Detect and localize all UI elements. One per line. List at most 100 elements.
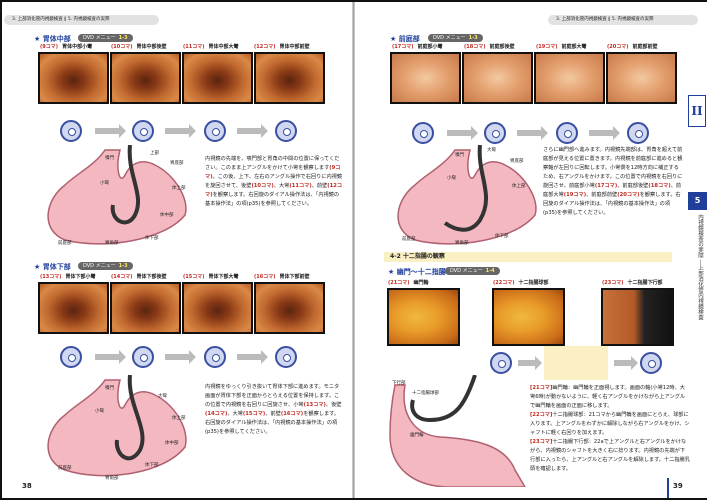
stomach-diagram (397, 145, 537, 245)
diagram-label: 上部 (150, 151, 159, 156)
frame-caption: (13コマ)胃体下部小彎 (40, 273, 96, 280)
rotation-dial-icon (60, 120, 82, 142)
koma-ref: (10コマ) (251, 183, 274, 189)
text-run: 、大彎 (227, 411, 243, 417)
arrow-icon (165, 350, 196, 364)
diagram-label: 体上部 (172, 416, 186, 421)
arrow-icon (589, 126, 620, 140)
koma: (23コマ) (602, 280, 624, 286)
frame-label: 胃体中部小彎 (62, 44, 93, 50)
dvd-number: 1-3 (468, 35, 478, 41)
page-border-bottom (0, 498, 707, 500)
text-run: を観察します。右回旋のダイアル操作法は、「内視鏡の基本操作法」の項(p35)を参… (543, 192, 681, 216)
endoscopy-image (606, 52, 677, 104)
diagram-label: 体下部 (145, 463, 159, 468)
frame-caption: (22コマ)十二指腸球部 (493, 279, 549, 286)
diagram-label: 小彎 (447, 176, 456, 181)
endoscopy-image (601, 288, 674, 346)
text-run: 、後壁 (325, 402, 342, 408)
diagram-label: 噴門 (105, 156, 114, 161)
text-run: 、前壁 (265, 411, 281, 417)
diagram-label: 噴門 (455, 153, 464, 158)
endoscopy-image (38, 282, 109, 334)
page-border-top (0, 0, 707, 2)
diagram-label: 胃角部 (105, 241, 119, 246)
duodenum-diagram (389, 375, 526, 487)
section-band-title: 4-2 十二指腸の観察 (390, 253, 445, 260)
koma: (11コマ) (183, 44, 205, 50)
frame-caption: (20コマ)前庭部前壁 (607, 43, 658, 50)
arrow-icon (165, 124, 196, 138)
stomach-diagram (47, 145, 187, 245)
rotation-dial-icon (627, 122, 649, 144)
diagram-label: 大彎 (158, 394, 167, 399)
rotation-dial-icon (204, 120, 226, 142)
diagram-label: 胃底部 (510, 159, 524, 164)
arrow-icon (614, 356, 638, 370)
koma-ref: (18コマ) (648, 183, 671, 189)
koma: (15コマ) (183, 274, 205, 280)
dvd-number: 1-4 (485, 268, 495, 274)
koma-ref: [23コマ] (530, 439, 553, 445)
endoscopy-image (492, 288, 565, 346)
running-header-left: 3. 上部消化管内視鏡検査 ‖ 5. 内視鏡検査の実際 (4, 15, 159, 25)
body-text: さらに幽門部へ進みます。内視鏡先端部は、胃角を超えて前庭部が見える位置に置きます… (543, 146, 683, 218)
rotation-dial-icon (556, 122, 578, 144)
section-title: ★ 胃体中部 (34, 35, 71, 43)
endoscopy-image (390, 52, 461, 104)
koma: (16コマ) (254, 274, 276, 280)
rotation-dial-icon (484, 122, 506, 144)
diagram-label: 前庭部 (58, 241, 72, 246)
koma-ref: [22コマ] (530, 412, 553, 418)
dvd-label: DVD メニュー (83, 35, 116, 41)
diagram-label: 胃角部 (105, 476, 119, 481)
diagram-label: 幽門輪 (410, 433, 424, 438)
diagram-label: 体中部 (160, 213, 174, 218)
arrow-icon (518, 356, 542, 370)
koma-ref: (15コマ) (242, 411, 266, 417)
frame-caption: (23コマ)十二指腸下行部 (602, 279, 663, 286)
frame-caption: (11コマ)胃体中部大彎 (183, 43, 239, 50)
arrow-icon (237, 350, 268, 364)
side-tab-chapter[interactable]: 5 (688, 192, 707, 210)
diagram-label: 下行部 (392, 381, 406, 386)
section-title: ★ 幽門〜十二指腸 (388, 268, 446, 276)
note-text: 幽門輪：幽門輪を正面視します。画面の軸(小彎12時、大彎6時)が動かないように、… (530, 385, 686, 409)
dvd-number: 1-3 (118, 263, 128, 269)
frame-label: 前庭部小彎 (417, 44, 443, 50)
frame-label: 前庭部後壁 (489, 44, 515, 50)
page-number: 38 (22, 482, 32, 490)
text-run: 。この後、上下、左右のアングル操作で右回りに内視鏡を旋回させて、後壁 (205, 174, 343, 189)
diagram-label: 噴門 (105, 386, 114, 391)
endoscopy-image (387, 288, 460, 346)
tab-chapter-label: 5 (694, 196, 701, 205)
frame-label: 前庭部大彎 (561, 44, 587, 50)
note-text: 十二指腸球部：21コマから幽門輪を画面にとらえ、球部に入ります。上アングルをわず… (530, 412, 690, 436)
koma-ref: (9コマ) (205, 165, 341, 180)
diagram-label: 体上部 (172, 186, 186, 191)
text-run: を観察します。右回旋のダイアル操作法は、「内視鏡の基本操作法」の項(p35)を参… (205, 192, 340, 207)
text-run: を観察します。右回旋のダイアル操作法は、「内視鏡の基本操作法」の項(p35)を参… (205, 411, 339, 435)
frame-caption: (10コマ)胃体中部後壁 (111, 43, 167, 50)
frame-label: 胃体中部後壁 (136, 44, 167, 50)
koma: (12コマ) (254, 44, 276, 50)
text-run: 、前庭部前壁 (586, 192, 618, 198)
diagram-label: 大彎 (487, 148, 496, 153)
rotation-dial-icon (132, 346, 154, 368)
frame-label: 十二指腸球部 (518, 280, 549, 286)
diagram-label: 体下部 (145, 236, 159, 241)
frame-caption: (19コマ)前庭部大彎 (536, 43, 587, 50)
body-text: 内視鏡をゆっくり引き抜いて胃体下部に進めます。モニタ画面が胃体下部を正面からとら… (205, 383, 343, 437)
frame-label: 胃体下部後壁 (136, 274, 167, 280)
frame-label: 胃体下部小彎 (65, 274, 96, 280)
endoscopy-image (38, 52, 109, 104)
diagram-label: 十二指腸球部 (412, 391, 439, 396)
frame-caption: (12コマ)胃体中部前壁 (254, 43, 310, 50)
arrow-icon (517, 126, 548, 140)
section-title: ★ 前庭部 (390, 35, 420, 43)
rotation-dial-icon (412, 122, 434, 144)
koma: (21コマ) (388, 280, 410, 286)
arrow-icon (447, 126, 478, 140)
